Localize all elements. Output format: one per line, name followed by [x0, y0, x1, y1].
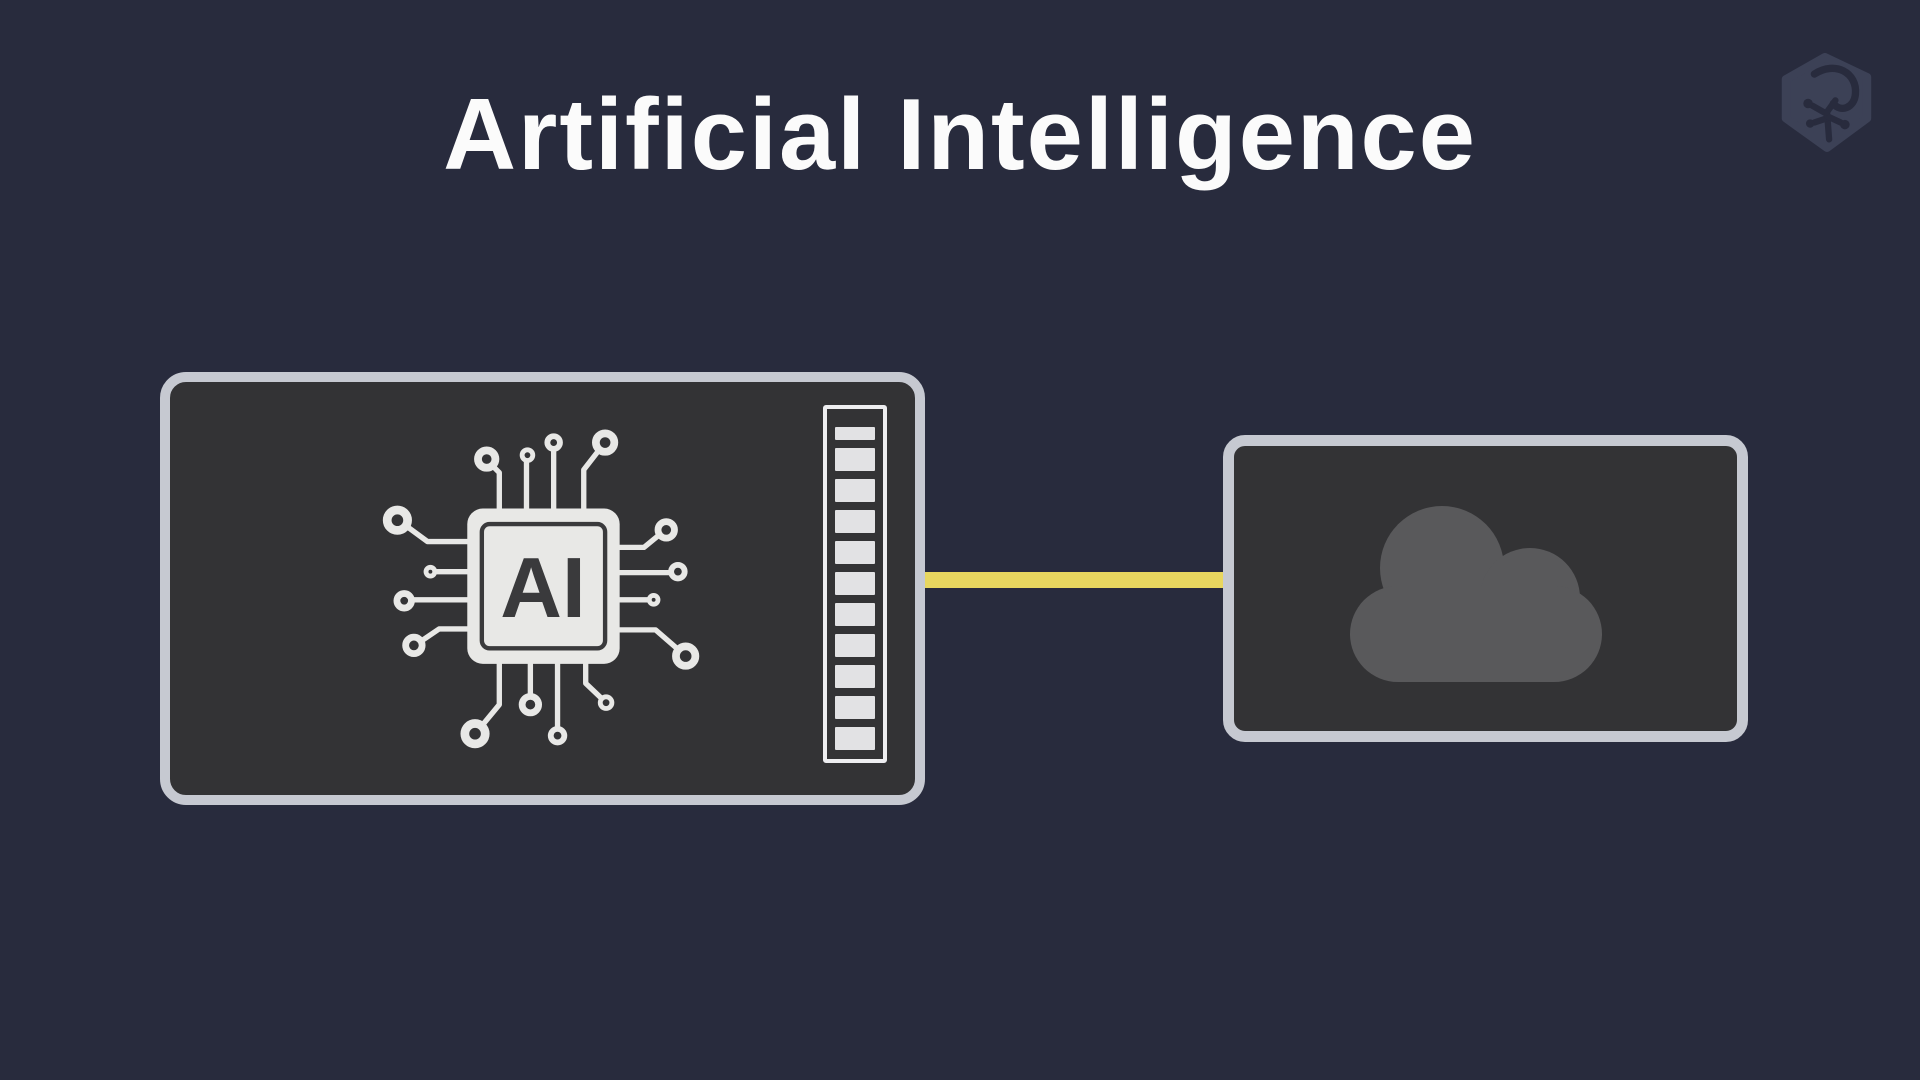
memory-cell: [835, 479, 875, 502]
cloud-icon: [1350, 506, 1602, 682]
ai-chip-icon: AI: [382, 429, 700, 749]
connector-wire: [918, 572, 1236, 588]
ai-processor-panel: AI: [160, 372, 925, 805]
memory-cell: [835, 510, 875, 533]
page-title: Artificial Intelligence: [443, 79, 1477, 191]
treehouse-logo-icon: [1781, 53, 1872, 152]
memory-cell: [835, 634, 875, 657]
memory-cell: [835, 696, 875, 719]
memory-cell: [835, 665, 875, 688]
cloud-panel: [1223, 435, 1748, 742]
memory-cell: [835, 572, 875, 595]
memory-cell: [835, 448, 875, 471]
memory-cell: [835, 727, 875, 750]
memory-cell: [835, 603, 875, 626]
chip-label: AI: [500, 541, 585, 636]
memory-cell: [835, 427, 875, 440]
memory-strip: [823, 405, 887, 763]
memory-cell: [835, 541, 875, 564]
